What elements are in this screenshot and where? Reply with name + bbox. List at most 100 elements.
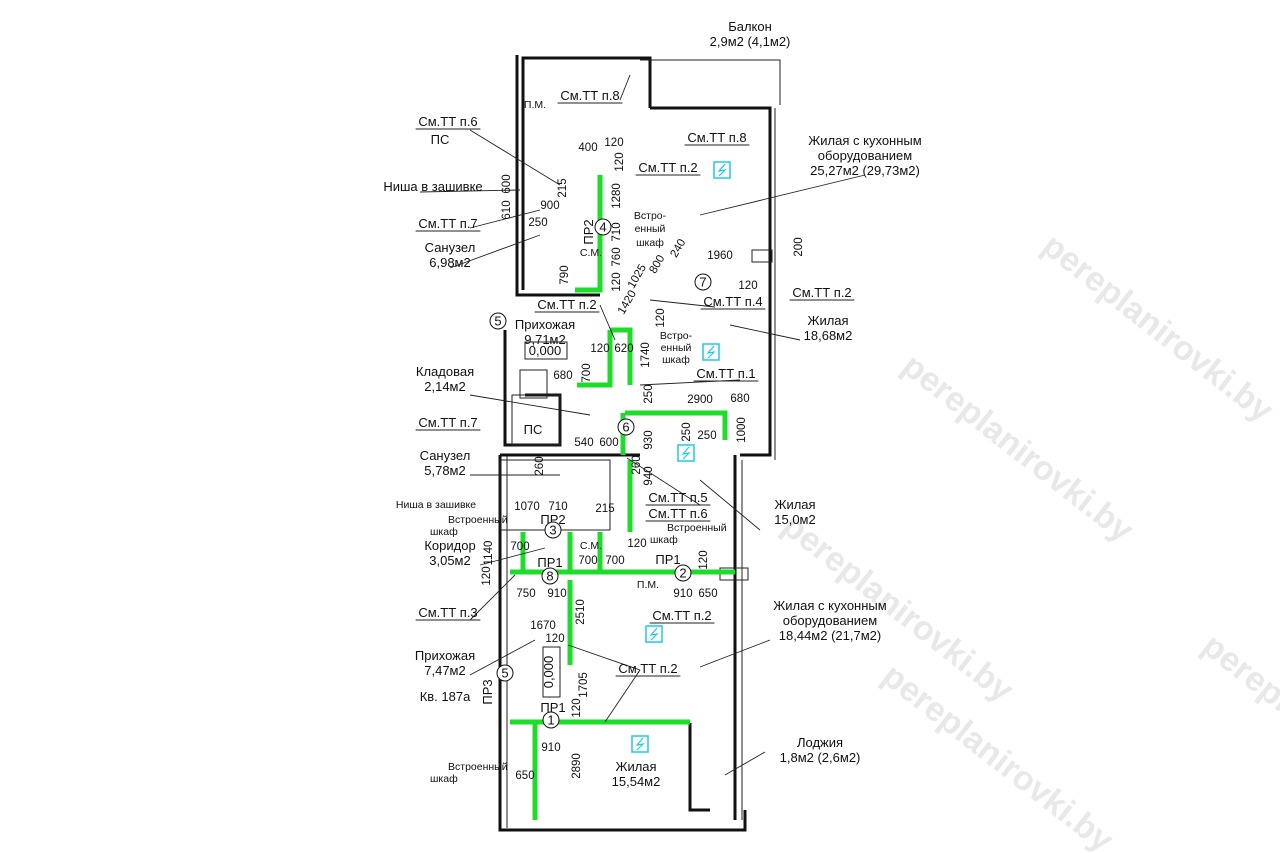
marker-number: 7 <box>699 275 706 290</box>
room-area: 2,14м2 <box>424 379 465 394</box>
room-area: 1,8м2 (2,6м2) <box>780 750 861 765</box>
dimension-value: 610 <box>501 200 513 219</box>
floor-level: 0,000 <box>541 656 556 689</box>
dimension-value: 120 <box>611 272 623 291</box>
dimension-value: 120 <box>590 343 609 355</box>
plan-annotation: Ниша в зашивке <box>383 179 482 194</box>
plan-annotation: шкаф <box>662 354 690 366</box>
room-area: 25,27м2 (29,73м2) <box>810 163 920 178</box>
leader-lines <box>419 74 866 776</box>
room-name: Коридор <box>424 538 475 553</box>
dimension-value: 650 <box>698 588 717 600</box>
level-box <box>542 646 561 698</box>
see-note-reference: См.ТТ п.3 <box>418 605 477 620</box>
see-note-reference: См.ТТ п.1 <box>696 366 755 381</box>
marker-circle <box>594 218 612 236</box>
marker-number: 5 <box>494 314 501 329</box>
plan-annotation: Встро- <box>634 210 667 222</box>
see-note-reference: См.ТТ п.5 <box>648 490 707 505</box>
room-name: Лоджия <box>797 735 843 750</box>
dimension-value: 120 <box>738 280 757 292</box>
plan-annotation: енный <box>635 223 666 235</box>
partition-label: ПР2 <box>540 512 565 527</box>
dimension-value: 1000 <box>736 417 748 443</box>
room-name: оборудованием <box>783 613 878 628</box>
dimension-value: 250 <box>528 217 547 229</box>
dimension-value: 600 <box>599 437 618 449</box>
dimension-value: 120 <box>655 308 667 327</box>
dimension-value: 700 <box>510 541 529 553</box>
dimension-value: 400 <box>578 142 597 154</box>
marker-circle <box>694 273 712 291</box>
marker-circle <box>617 418 635 436</box>
dimension-value: 120 <box>481 566 493 585</box>
dimension-value: 910 <box>547 588 566 600</box>
marker-number: 2 <box>679 566 686 581</box>
watermark-text: pereplanirovki.by <box>895 346 1140 549</box>
room-area: 3,05м2 <box>429 553 470 568</box>
room-area: 5,78м2 <box>424 463 465 478</box>
partition-label: ПР3 <box>480 679 495 704</box>
electrical-panel-icon <box>677 444 695 462</box>
dimension-value: 600 <box>501 174 513 193</box>
marker-circle <box>544 521 562 539</box>
dimension-value: 700 <box>605 555 624 567</box>
plan-annotation: Встро- <box>660 330 693 342</box>
dimension-value: 1420 <box>616 288 639 316</box>
room-name: Прихожая <box>515 317 575 332</box>
plan-annotation: ПС <box>431 132 450 147</box>
electrical-panel-icon <box>702 343 720 361</box>
plan-annotation: Ниша в зашивке <box>396 499 476 511</box>
dimension-value: 700 <box>578 555 597 567</box>
dimension-value: 200 <box>793 237 805 256</box>
apartment-label: Кв. 187а <box>420 689 471 704</box>
partition-label: ПР1 <box>655 552 680 567</box>
partition-label: ПР2 <box>581 219 596 244</box>
see-note-reference: См.ТТ п.8 <box>687 130 746 145</box>
plan-annotation: шкаф <box>650 534 678 546</box>
plan-annotation: шкаф <box>430 526 458 538</box>
marker-number: 1 <box>547 713 554 728</box>
dimension-value: 760 <box>611 247 623 266</box>
watermark-text: pereplanirovki.by <box>1195 626 1280 829</box>
room-name: Балкон <box>728 19 772 34</box>
plan-annotation: енный <box>661 342 692 354</box>
dimension-value: 2890 <box>571 753 583 779</box>
dimension-value: 250 <box>643 384 655 403</box>
dimension-value: 120 <box>627 538 646 550</box>
dimension-value: 120 <box>545 633 564 645</box>
dimension-value: 250 <box>697 430 716 442</box>
dimension-value: 2900 <box>687 394 713 406</box>
room-name: Жилая с кухонным <box>773 598 886 613</box>
room-area: 15,0м2 <box>774 512 815 527</box>
dimension-value: 120 <box>698 550 710 569</box>
dimension-value: 790 <box>559 265 571 284</box>
see-note-reference: См.ТТ п.8 <box>560 88 619 103</box>
walls <box>498 55 781 832</box>
partition-label: ПР1 <box>537 555 562 570</box>
dimension-value: 700 <box>581 363 593 382</box>
marker-number: 8 <box>546 569 553 584</box>
dimension-value: 1960 <box>707 250 733 262</box>
plan-annotation: Встроенный <box>448 761 508 773</box>
dimension-value: 250 <box>681 422 693 441</box>
dimension-value: 1140 <box>483 541 495 566</box>
plan-annotation: П.М. <box>637 579 659 591</box>
electrical-panel-icon <box>645 625 663 643</box>
plan-annotation: ПС <box>524 422 543 437</box>
dimension-value: 215 <box>557 178 569 197</box>
marker-circle <box>674 564 692 582</box>
dimension-value: 1280 <box>611 183 623 209</box>
dimension-value: 900 <box>540 200 559 212</box>
room-area: 18,44м2 (21,7м2) <box>779 628 881 643</box>
room-name: оборудованием <box>818 148 913 163</box>
electrical-panel-icon <box>631 735 649 753</box>
room-name: Прихожая <box>415 648 475 663</box>
dimension-value: 120 <box>614 152 626 171</box>
electrical-icons <box>631 161 731 753</box>
plan-annotation: шкаф <box>430 773 458 785</box>
electrical-panel-icon <box>713 161 731 179</box>
dimension-value: 680 <box>730 393 749 405</box>
dimension-value: 910 <box>541 742 560 754</box>
